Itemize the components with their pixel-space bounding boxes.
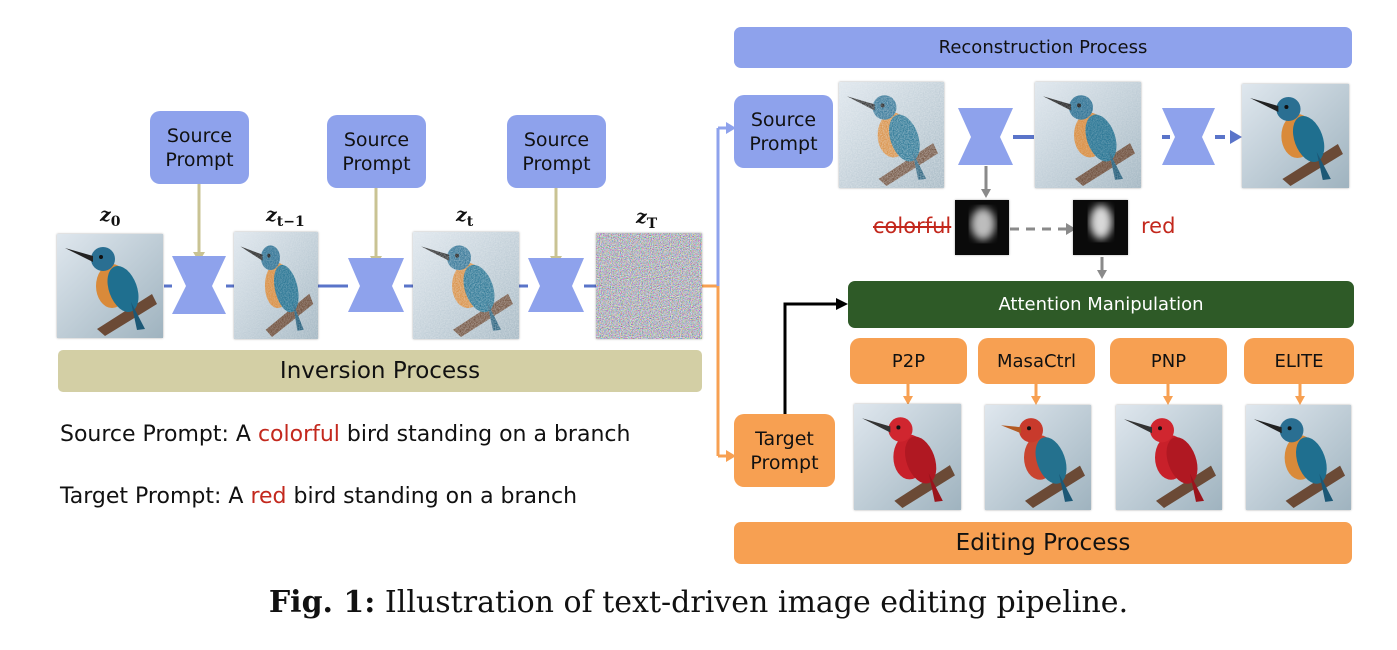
latent-label-zT: zT bbox=[636, 206, 658, 232]
image-recon-noisy-start bbox=[839, 82, 944, 188]
source-prompt-box-3: Source Prompt bbox=[507, 115, 606, 188]
source-prompt-box-1: Source Prompt bbox=[150, 111, 249, 184]
image-zT-noise bbox=[596, 233, 702, 339]
result-image-masactrl bbox=[985, 405, 1091, 510]
inversion-connectors bbox=[164, 122, 736, 462]
attention-map-red bbox=[1073, 200, 1128, 255]
word-colorful-struck: colorful bbox=[873, 214, 952, 238]
method-p2p: P2P bbox=[850, 338, 967, 384]
image-recon-output bbox=[1242, 84, 1349, 188]
attention-manipulation-bar: Attention Manipulation bbox=[848, 281, 1354, 328]
attention-map-colorful bbox=[955, 200, 1009, 255]
result-image-pnp bbox=[1116, 405, 1222, 510]
method-pnp: PNP bbox=[1110, 338, 1227, 384]
reconstruction-process-header: Reconstruction Process bbox=[734, 27, 1352, 68]
target-prompt-box: Target Prompt bbox=[734, 414, 835, 487]
reconstruction-source-prompt-box: Source Prompt bbox=[734, 95, 833, 168]
figure-caption: Fig. 1: Illustration of text-driven imag… bbox=[268, 585, 1129, 620]
image-recon-partial bbox=[1035, 82, 1141, 188]
word-red: red bbox=[1141, 214, 1176, 238]
reconstruction-connectors bbox=[958, 108, 1242, 279]
method-elite: ELITE bbox=[1244, 338, 1354, 384]
latent-label-zt: zt bbox=[456, 204, 474, 230]
image-z0-clean-bird bbox=[57, 234, 163, 338]
latent-label-z0: z0 bbox=[100, 204, 121, 230]
latent-label-zt-1: zt−1 bbox=[266, 204, 305, 230]
source-prompt-sentence: Source Prompt: A colorful bird standing … bbox=[60, 422, 631, 447]
image-zt-1-noisy-bird bbox=[234, 232, 318, 339]
editing-connectors bbox=[783, 298, 1305, 414]
image-zt-noisier-bird bbox=[413, 232, 519, 339]
inversion-process-bar: Inversion Process bbox=[58, 350, 702, 392]
editing-process-bar: Editing Process bbox=[734, 522, 1352, 564]
method-masactrl: MasaCtrl bbox=[978, 338, 1095, 384]
result-image-p2p bbox=[854, 404, 961, 510]
source-prompt-box-2: Source Prompt bbox=[327, 115, 426, 188]
result-image-elite bbox=[1246, 405, 1351, 510]
target-prompt-sentence: Target Prompt: A red bird standing on a … bbox=[60, 484, 578, 509]
